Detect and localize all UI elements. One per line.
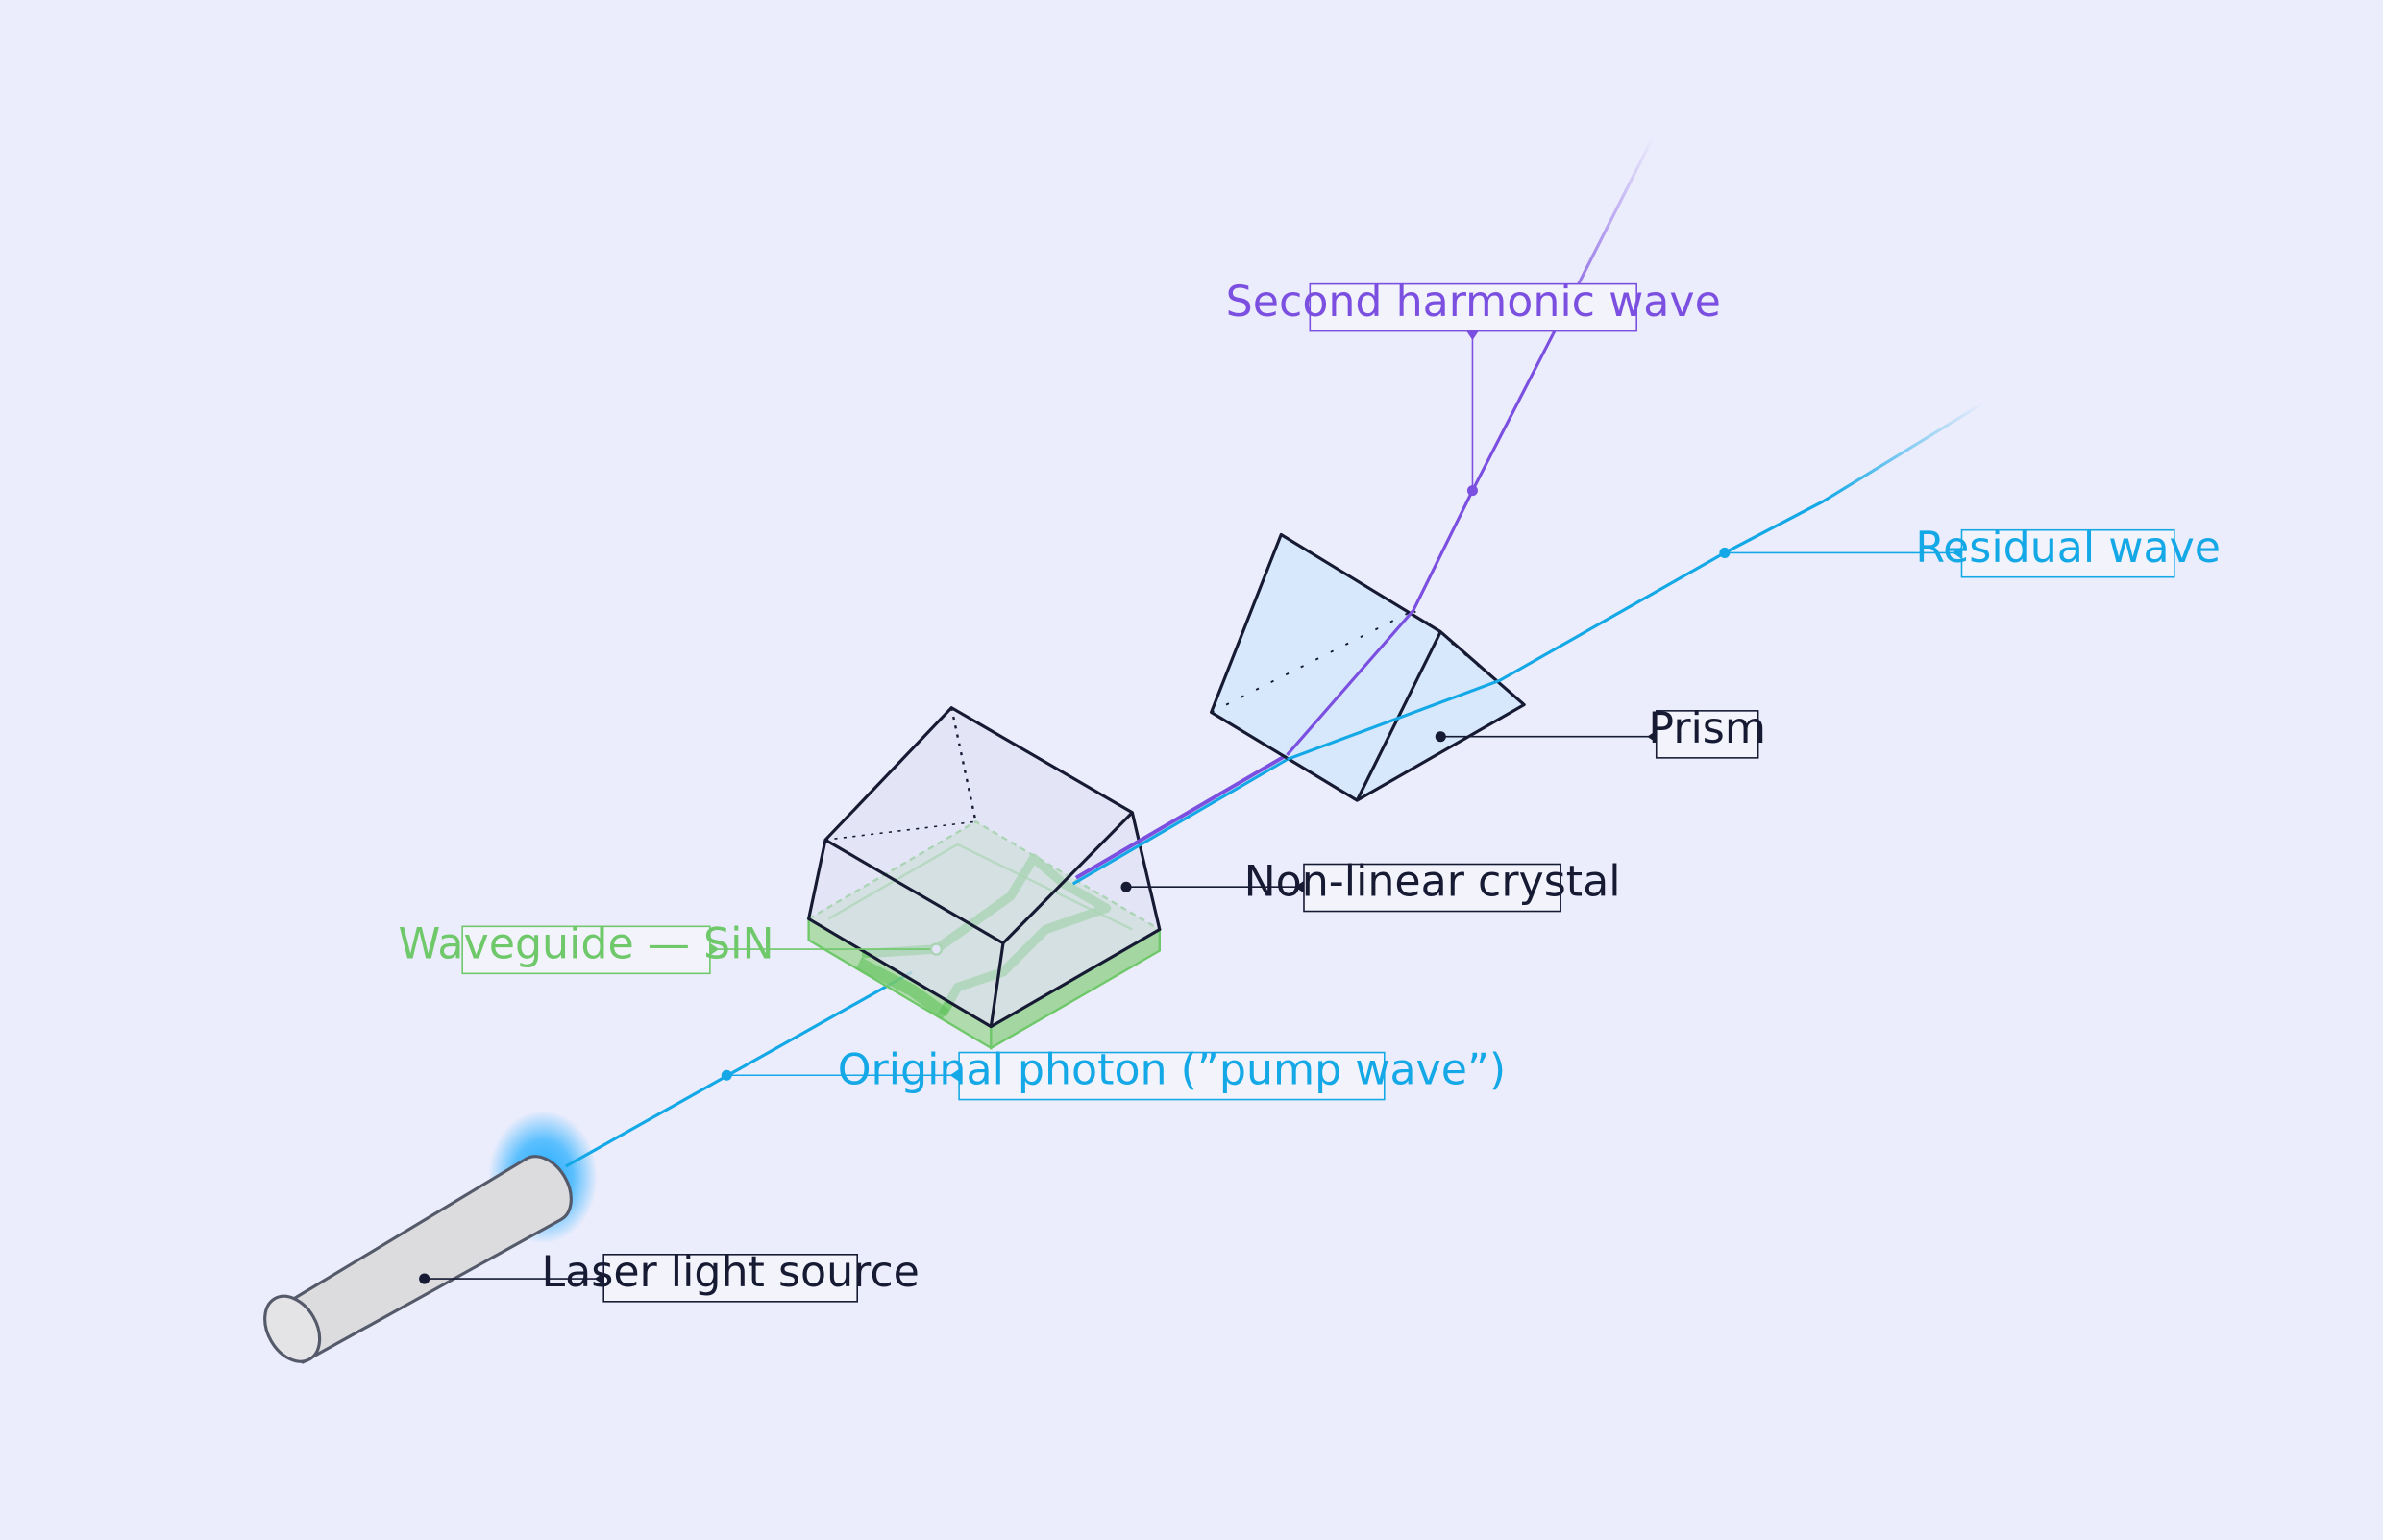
laser-body: [264, 1155, 573, 1364]
label-waveguide: Waveguide — SiN: [398, 920, 774, 975]
label-prism: Prism: [1648, 704, 1766, 759]
pump-dot: [721, 1069, 732, 1081]
residual-dot: [1719, 547, 1731, 558]
crystal-front-edge-2: [1001, 811, 1134, 944]
crystal-back-face: [808, 707, 1160, 1027]
combined-beam-pump: [1071, 758, 1289, 886]
prism-text: Prism: [1648, 704, 1766, 753]
waveguide-text: Waveguide — SiN: [398, 920, 774, 969]
laser-dot: [419, 1273, 430, 1284]
residual-beam-fade: [1822, 401, 1986, 503]
label-residual: Residual wave: [1915, 524, 2221, 578]
residual-beam: [1287, 500, 1825, 761]
second-harmonic-text: Second harmonic wave: [1226, 278, 1721, 327]
waveguide-arrow: [709, 942, 720, 956]
residual-arrow: [1953, 547, 1962, 559]
residual-text: Residual wave: [1915, 524, 2221, 573]
prism-outline: [1209, 532, 1526, 802]
crystal-hidden-edge-2: [824, 820, 976, 842]
crystal-hidden-edge: [950, 707, 977, 822]
non-linear-crystal: [807, 706, 1162, 1029]
prism-front-edge: [1355, 630, 1442, 801]
laser-light-source: [263, 1110, 598, 1364]
waveguide-channel-lower: [855, 957, 949, 1020]
label-crystal: Non-linear crystal: [1244, 858, 1621, 913]
label-laser: Laser light source: [542, 1248, 920, 1303]
pump-arrow: [949, 1068, 960, 1082]
label-second-harmonic: Second harmonic wave: [1226, 278, 1721, 332]
prism-dot: [1435, 731, 1446, 743]
pump-wave-beam: [564, 970, 913, 1168]
second-harmonic-beam: [1286, 333, 1555, 756]
prism-faces: [1211, 534, 1525, 801]
crystal-dot: [1120, 881, 1132, 892]
second-harmonic-arrow: [1466, 330, 1479, 341]
prism-arrow: [1647, 730, 1657, 744]
label-pump: Original photon (”pump wave”): [838, 1046, 1506, 1101]
crystal-text: Non-linear crystal: [1244, 858, 1621, 907]
crystal-arrow: [1294, 880, 1304, 893]
combined-beam-sh: [1074, 752, 1289, 880]
laser-end-cap: [263, 1294, 322, 1363]
pump-text: Original photon (”pump wave”): [838, 1046, 1506, 1095]
second-harmonic-dot: [1466, 485, 1478, 497]
laser-arrow: [594, 1272, 604, 1285]
laser-text: Laser light source: [542, 1248, 920, 1297]
prism: [1209, 532, 1526, 802]
